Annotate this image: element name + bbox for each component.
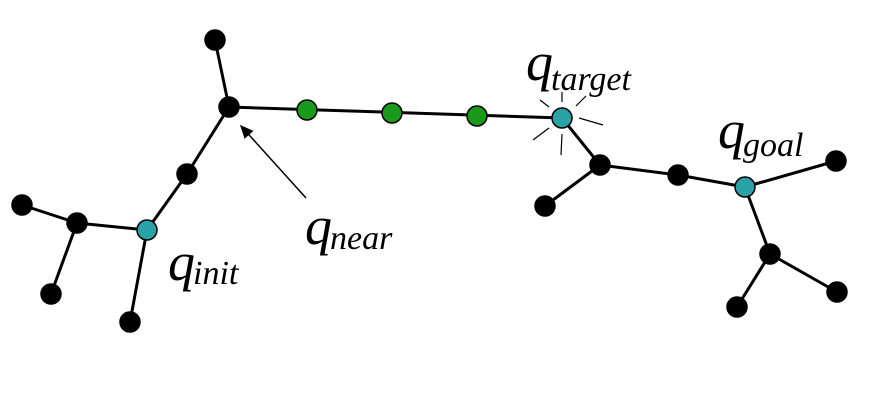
sparkle-ray: [539, 99, 550, 108]
edge: [213, 38, 231, 109]
sparkle-ray: [578, 117, 604, 126]
tree-node: [204, 29, 226, 51]
sparkle-ray: [575, 95, 587, 107]
right-tree-nodes: [534, 107, 848, 318]
q-init-sub: init: [193, 255, 240, 292]
edge: [128, 228, 149, 324]
edge: [598, 163, 680, 177]
tree-node: [667, 164, 689, 186]
left-tree-nodes: [11, 29, 240, 333]
q-target-label: qtarget: [526, 32, 633, 98]
q-init-label: qinit: [168, 232, 240, 292]
tree-node: [40, 283, 62, 305]
edge: [49, 221, 79, 296]
tree-node: [759, 243, 781, 265]
q-goal-main: q: [718, 100, 745, 160]
new-node: [381, 102, 403, 124]
new-node: [296, 99, 318, 121]
q-target-node: [551, 107, 573, 129]
target-sparkle: [532, 92, 604, 156]
edge: [145, 172, 189, 232]
new-node: [466, 105, 488, 127]
right-tree-edges: [543, 116, 839, 309]
tree-node: [726, 296, 748, 318]
q-near-label: qnear: [305, 196, 393, 257]
q-goal-sub: goal: [743, 127, 803, 164]
edge: [75, 221, 149, 232]
edge: [676, 173, 747, 189]
sparkle-ray: [560, 133, 563, 156]
tree-node: [176, 163, 198, 185]
edge: [185, 105, 231, 176]
edge: [543, 163, 602, 208]
edge: [743, 159, 838, 189]
tree-node: [119, 311, 141, 333]
edge: [768, 252, 839, 294]
q-init-main: q: [168, 232, 195, 292]
q-init-node: [136, 219, 158, 241]
q-near-sub: near: [330, 220, 393, 257]
edge: [743, 185, 772, 256]
tree-node: [66, 212, 88, 234]
tree-node: [825, 150, 847, 172]
q-target-sub: target: [551, 61, 633, 98]
tree-node: [534, 195, 556, 217]
q-near-node: [218, 96, 240, 118]
q-target-main: q: [526, 32, 553, 92]
near-arrow: [239, 124, 307, 199]
q-goal-node: [734, 176, 756, 198]
q-goal-label: qgoal: [718, 100, 803, 164]
tree-node: [589, 154, 611, 176]
tree-node: [11, 194, 33, 216]
sparkle-ray: [532, 127, 550, 141]
new-nodes: [296, 99, 488, 127]
tree-node: [826, 281, 848, 303]
q-near-main: q: [305, 196, 332, 256]
